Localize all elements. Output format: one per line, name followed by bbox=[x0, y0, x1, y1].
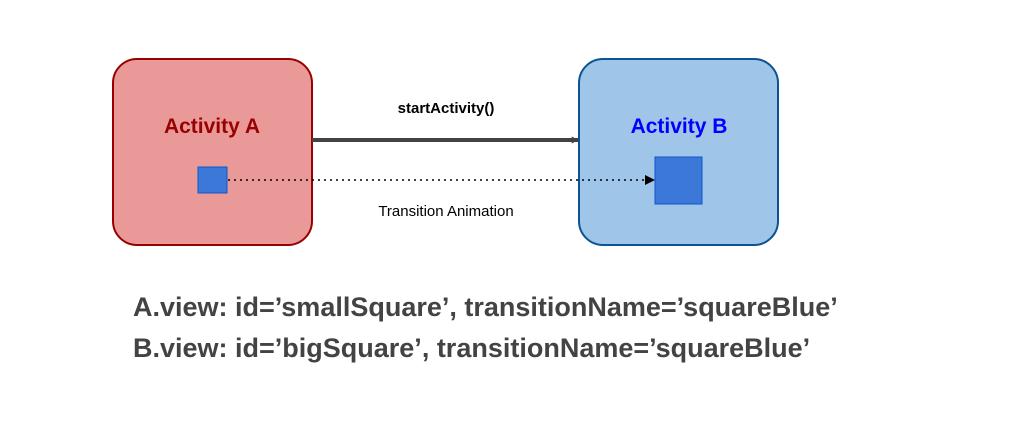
caption-line-b: B.view: id=’bigSquare’, transitionName=’… bbox=[133, 333, 811, 363]
start-activity-label: startActivity() bbox=[398, 100, 495, 117]
activity-a-box bbox=[112, 58, 313, 246]
activity-a-label: Activity A bbox=[164, 115, 260, 138]
big-square bbox=[654, 156, 703, 205]
activity-b-label: Activity B bbox=[631, 115, 728, 138]
small-square bbox=[197, 166, 228, 194]
activity-b-box bbox=[578, 58, 779, 246]
caption-line-a: A.view: id=’smallSquare’, transitionName… bbox=[133, 292, 838, 322]
transition-animation-label: Transition Animation bbox=[378, 203, 513, 220]
